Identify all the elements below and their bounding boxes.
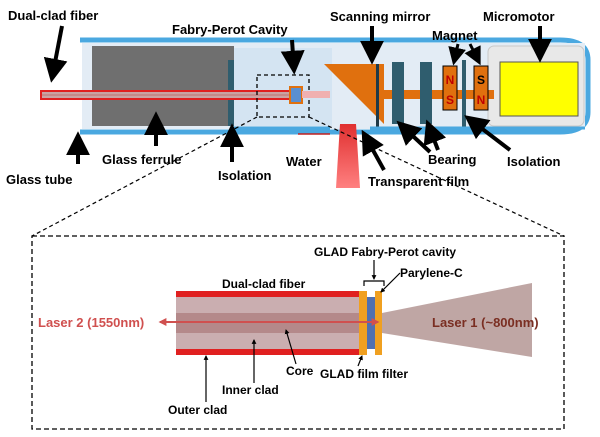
magnet1-n: N bbox=[446, 73, 455, 87]
beam-horizontal bbox=[302, 91, 330, 98]
inset-outer-clad-top bbox=[176, 291, 361, 297]
fp-cavity-element bbox=[289, 86, 303, 104]
transparent-film bbox=[376, 64, 379, 128]
zoom-line-left bbox=[31, 116, 258, 237]
label-water: Water bbox=[286, 154, 322, 169]
arrow-parylene bbox=[380, 272, 401, 293]
zoom-line-right bbox=[308, 116, 565, 237]
magnet1-s: S bbox=[446, 93, 454, 107]
arrow-bearing-2 bbox=[423, 119, 447, 151]
label-glad-fp-cavity: GLAD Fabry-Perot cavity bbox=[314, 245, 456, 259]
motor-shaft bbox=[384, 90, 494, 99]
water-region bbox=[234, 48, 332, 126]
glass-ferrule bbox=[92, 46, 234, 126]
arrow-isolation-right bbox=[464, 115, 512, 152]
label-scanning-mirror: Scanning mirror bbox=[330, 9, 430, 24]
inset-frame bbox=[31, 235, 565, 430]
label-inner-clad: Inner clad bbox=[222, 383, 279, 397]
bearing-1 bbox=[392, 62, 404, 124]
label-dual-clad-fiber: Dual-clad fiber bbox=[8, 8, 98, 23]
arrow-fp-cavity bbox=[280, 39, 305, 75]
label-transparent-film: Transparent film bbox=[368, 174, 469, 189]
output-beam bbox=[336, 124, 360, 188]
label-parylene: Parylene-C bbox=[400, 266, 463, 280]
arrow-bearing-1 bbox=[396, 120, 432, 154]
inset-outer-clad-bottom bbox=[176, 349, 361, 355]
label-glad-film-filter: GLAD film filter bbox=[320, 367, 408, 381]
inset-cavity-bracket bbox=[363, 280, 385, 286]
label-laser2: Laser 2 (1550nm) bbox=[38, 315, 144, 330]
magnet2-s: S bbox=[477, 73, 485, 87]
label-isolation-left: Isolation bbox=[218, 168, 272, 183]
label-glass-tube: Glass tube bbox=[6, 172, 72, 187]
magnet2-n: N bbox=[477, 93, 486, 107]
label-inset-dual-clad: Dual-clad fiber bbox=[222, 277, 306, 291]
magnet-1 bbox=[442, 65, 458, 111]
glass-tube-shell bbox=[80, 37, 591, 135]
arrow-transparent-film bbox=[361, 129, 386, 171]
label-outer-clad: Outer clad bbox=[168, 403, 227, 417]
label-bearing: Bearing bbox=[428, 152, 476, 167]
bearing-2 bbox=[420, 62, 432, 124]
scanning-mirror bbox=[324, 64, 384, 124]
label-laser1: Laser 1 (~800nm) bbox=[432, 315, 539, 330]
arrow-glad-film bbox=[357, 355, 363, 367]
label-magnet: Magnet bbox=[432, 28, 478, 43]
magnet-2 bbox=[473, 65, 489, 111]
probe-assembly: N S S N bbox=[40, 37, 591, 188]
inset-laser1-beam bbox=[382, 283, 532, 357]
label-fp-cavity: Fabry-Perot Cavity bbox=[172, 22, 288, 37]
arrow-magnet-1 bbox=[448, 43, 466, 66]
label-micromotor: Micromotor bbox=[483, 9, 555, 24]
label-isolation-right: Isolation bbox=[507, 154, 561, 169]
label-core: Core bbox=[286, 364, 314, 378]
label-glass-ferrule: Glass ferrule bbox=[102, 152, 182, 167]
arrow-core bbox=[284, 329, 297, 365]
micromotor-body bbox=[499, 61, 579, 117]
arrow-fiber bbox=[43, 25, 68, 83]
isolation-block-right bbox=[462, 60, 466, 128]
arrow-magnet-2 bbox=[464, 43, 481, 66]
